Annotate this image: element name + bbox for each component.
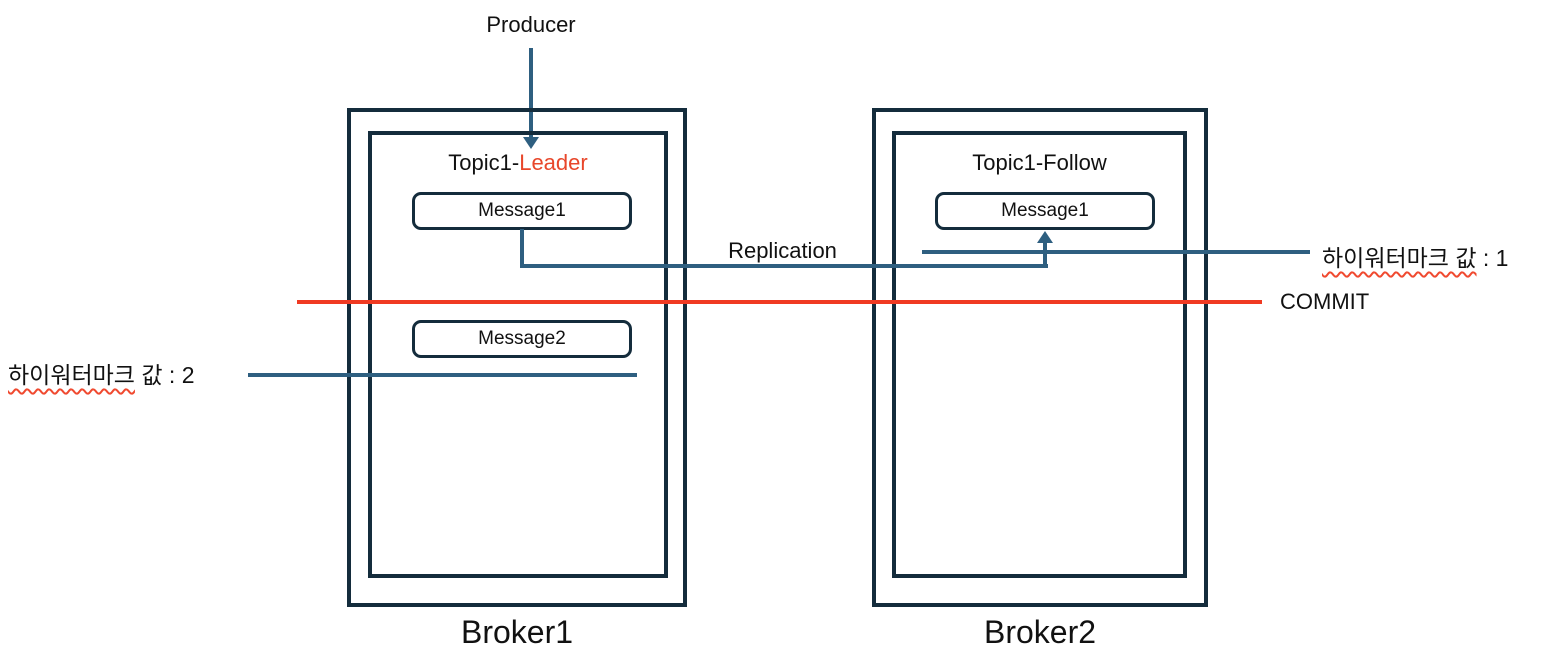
broker1-topic-box	[368, 131, 668, 578]
watermark-right-value-text: : 1	[1476, 245, 1509, 271]
broker1-message2-box: Message2	[412, 320, 632, 358]
broker2-outer-box	[872, 108, 1208, 607]
broker1-outer-box	[347, 108, 687, 607]
watermark-right-label: 하이워터마크 값 : 1	[1322, 239, 1508, 273]
watermark-left-label: 하이워터마크 값 : 2	[8, 356, 194, 390]
replication-label: Replication	[728, 238, 837, 263]
watermark-left-underlined-text: 하이워터마크	[8, 362, 135, 388]
broker2-topic-prefix: Topic1-	[972, 150, 1044, 175]
watermark-right-underlined-text: 하이워터마크 값	[1322, 245, 1477, 271]
broker2-message1-box: Message1	[935, 192, 1155, 230]
watermark-left-value-text: 값 : 2	[134, 362, 195, 388]
replication-line-horizontal-segment	[520, 264, 1048, 268]
watermark-right-line	[922, 250, 1310, 254]
producer-arrowhead-icon	[523, 137, 539, 149]
broker1-topic-role: Leader	[519, 150, 588, 175]
broker1-topic-label: Topic1-Leader	[368, 150, 668, 176]
replication-arrowhead-icon	[1037, 231, 1053, 243]
broker1-topic-prefix: Topic1-	[448, 150, 520, 175]
replication-line-down-segment	[520, 229, 524, 268]
producer-label: Producer	[486, 12, 576, 37]
commit-label: COMMIT	[1280, 289, 1370, 314]
broker2-topic-role: Follow	[1043, 150, 1107, 175]
broker2-topic-box	[892, 131, 1187, 578]
producer-arrow-line	[529, 48, 533, 139]
commit-line	[297, 300, 1262, 304]
broker2-topic-label: Topic1-Follow	[892, 150, 1187, 176]
watermark-left-line	[248, 373, 637, 377]
broker1-message1-box: Message1	[412, 192, 632, 230]
broker2-name-label: Broker2	[983, 614, 1097, 650]
broker1-name-label: Broker1	[460, 614, 574, 650]
replication-line-up-segment	[1043, 241, 1047, 268]
